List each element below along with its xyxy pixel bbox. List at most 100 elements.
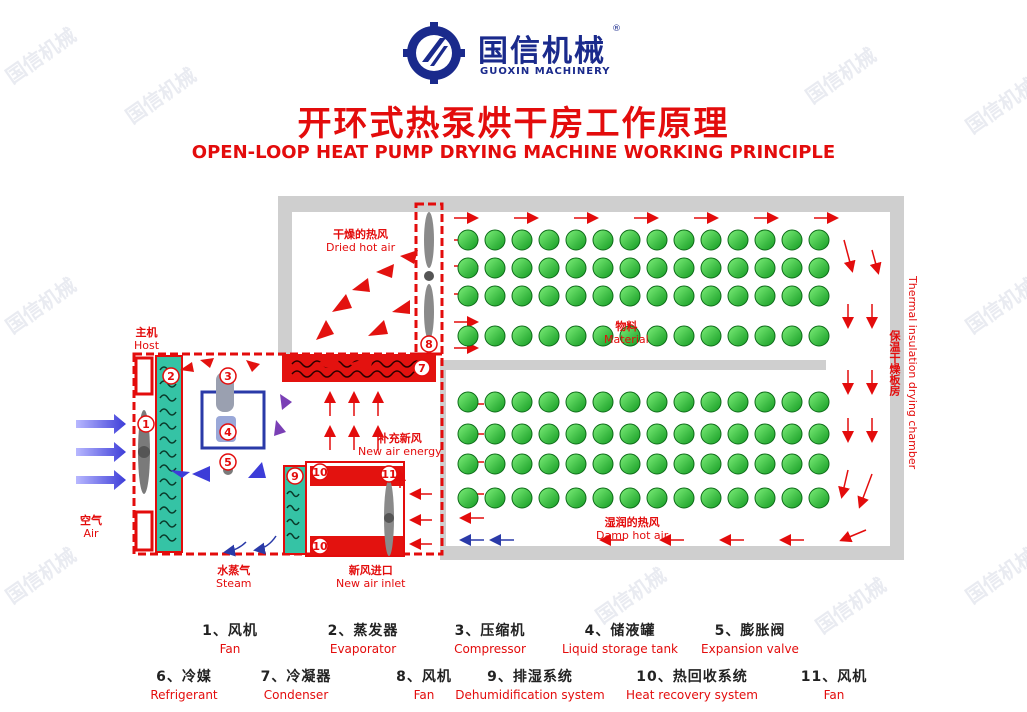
material-label: 物料 Material — [604, 320, 649, 346]
material-ball — [700, 229, 722, 251]
material-ball — [646, 391, 668, 413]
material-ball — [565, 391, 587, 413]
company-logo: 国信机械 ® GUOXIN MACHINERY — [400, 22, 630, 84]
material-ball — [565, 229, 587, 251]
material-ball — [673, 487, 695, 509]
material-ball — [619, 423, 641, 445]
material-ball — [592, 325, 614, 347]
air-label: 空气 Air — [80, 514, 102, 540]
material-ball — [538, 229, 560, 251]
material-ball — [700, 391, 722, 413]
material-ball — [592, 257, 614, 279]
material-ball — [673, 423, 695, 445]
material-ball — [754, 285, 776, 307]
material-balls — [457, 229, 830, 509]
material-ball — [808, 391, 830, 413]
chamber-label-cn: 保温干燥板房 — [888, 330, 901, 396]
material-ball — [538, 487, 560, 509]
material-ball — [727, 423, 749, 445]
material-ball — [619, 453, 641, 475]
material-ball — [511, 487, 533, 509]
material-ball — [700, 423, 722, 445]
material-ball — [538, 423, 560, 445]
hot-air-arrows — [180, 250, 418, 372]
damp-hot-air-label: 湿润的热风 Damp hot air — [596, 516, 669, 542]
material-ball — [565, 325, 587, 347]
material-ball — [646, 257, 668, 279]
dried-hot-air-label: 干燥的热风 Dried hot air — [326, 228, 396, 254]
material-ball — [700, 453, 722, 475]
material-ball — [646, 487, 668, 509]
component-number: 4 — [224, 426, 232, 439]
material-ball — [754, 453, 776, 475]
material-ball — [538, 325, 560, 347]
material-ball — [700, 285, 722, 307]
material-ball — [538, 453, 560, 475]
material-ball — [619, 229, 641, 251]
component-number: 3 — [224, 370, 232, 383]
material-ball — [808, 487, 830, 509]
host-label: 主机 Host — [134, 326, 160, 352]
material-ball — [781, 487, 803, 509]
material-ball — [727, 257, 749, 279]
material-ball — [781, 257, 803, 279]
material-ball — [781, 229, 803, 251]
material-ball — [565, 285, 587, 307]
steam-label: 水蒸气 Steam — [216, 564, 252, 590]
condenser — [282, 354, 436, 382]
material-ball — [538, 285, 560, 307]
material-ball — [565, 257, 587, 279]
material-ball — [754, 325, 776, 347]
fan-8 — [424, 212, 434, 340]
material-ball — [592, 453, 614, 475]
material-ball — [565, 453, 587, 475]
material-ball — [457, 325, 479, 347]
material-ball — [754, 423, 776, 445]
title-en: OPEN-LOOP HEAT PUMP DRYING MACHINE WORKI… — [191, 142, 836, 163]
material-ball — [565, 423, 587, 445]
material-ball — [511, 285, 533, 307]
material-ball — [592, 487, 614, 509]
material-ball — [592, 229, 614, 251]
material-ball — [781, 391, 803, 413]
material-ball — [781, 423, 803, 445]
drying-chamber — [278, 196, 904, 560]
material-ball — [808, 325, 830, 347]
material-ball — [754, 487, 776, 509]
material-ball — [511, 229, 533, 251]
material-ball — [808, 285, 830, 307]
material-ball — [673, 391, 695, 413]
material-ball — [484, 325, 506, 347]
material-ball — [808, 423, 830, 445]
material-ball — [511, 423, 533, 445]
material-ball — [484, 423, 506, 445]
material-ball — [511, 391, 533, 413]
material-ball — [727, 391, 749, 413]
material-ball — [619, 391, 641, 413]
material-ball — [646, 285, 668, 307]
material-ball — [457, 453, 479, 475]
material-ball — [511, 325, 533, 347]
material-ball — [700, 325, 722, 347]
material-ball — [484, 487, 506, 509]
cold-air-arrows — [170, 462, 266, 482]
steam-arrows — [223, 535, 277, 557]
material-ball — [808, 229, 830, 251]
material-ball — [619, 487, 641, 509]
title-cn: 开环式热泵烘干房工作原理 — [297, 104, 730, 144]
chamber-label-en: Thermal insulation drying chamber — [906, 276, 919, 470]
material-ball — [457, 391, 479, 413]
material-ball — [727, 487, 749, 509]
material-ball — [754, 257, 776, 279]
material-ball — [808, 257, 830, 279]
material-ball — [538, 391, 560, 413]
material-ball — [511, 453, 533, 475]
